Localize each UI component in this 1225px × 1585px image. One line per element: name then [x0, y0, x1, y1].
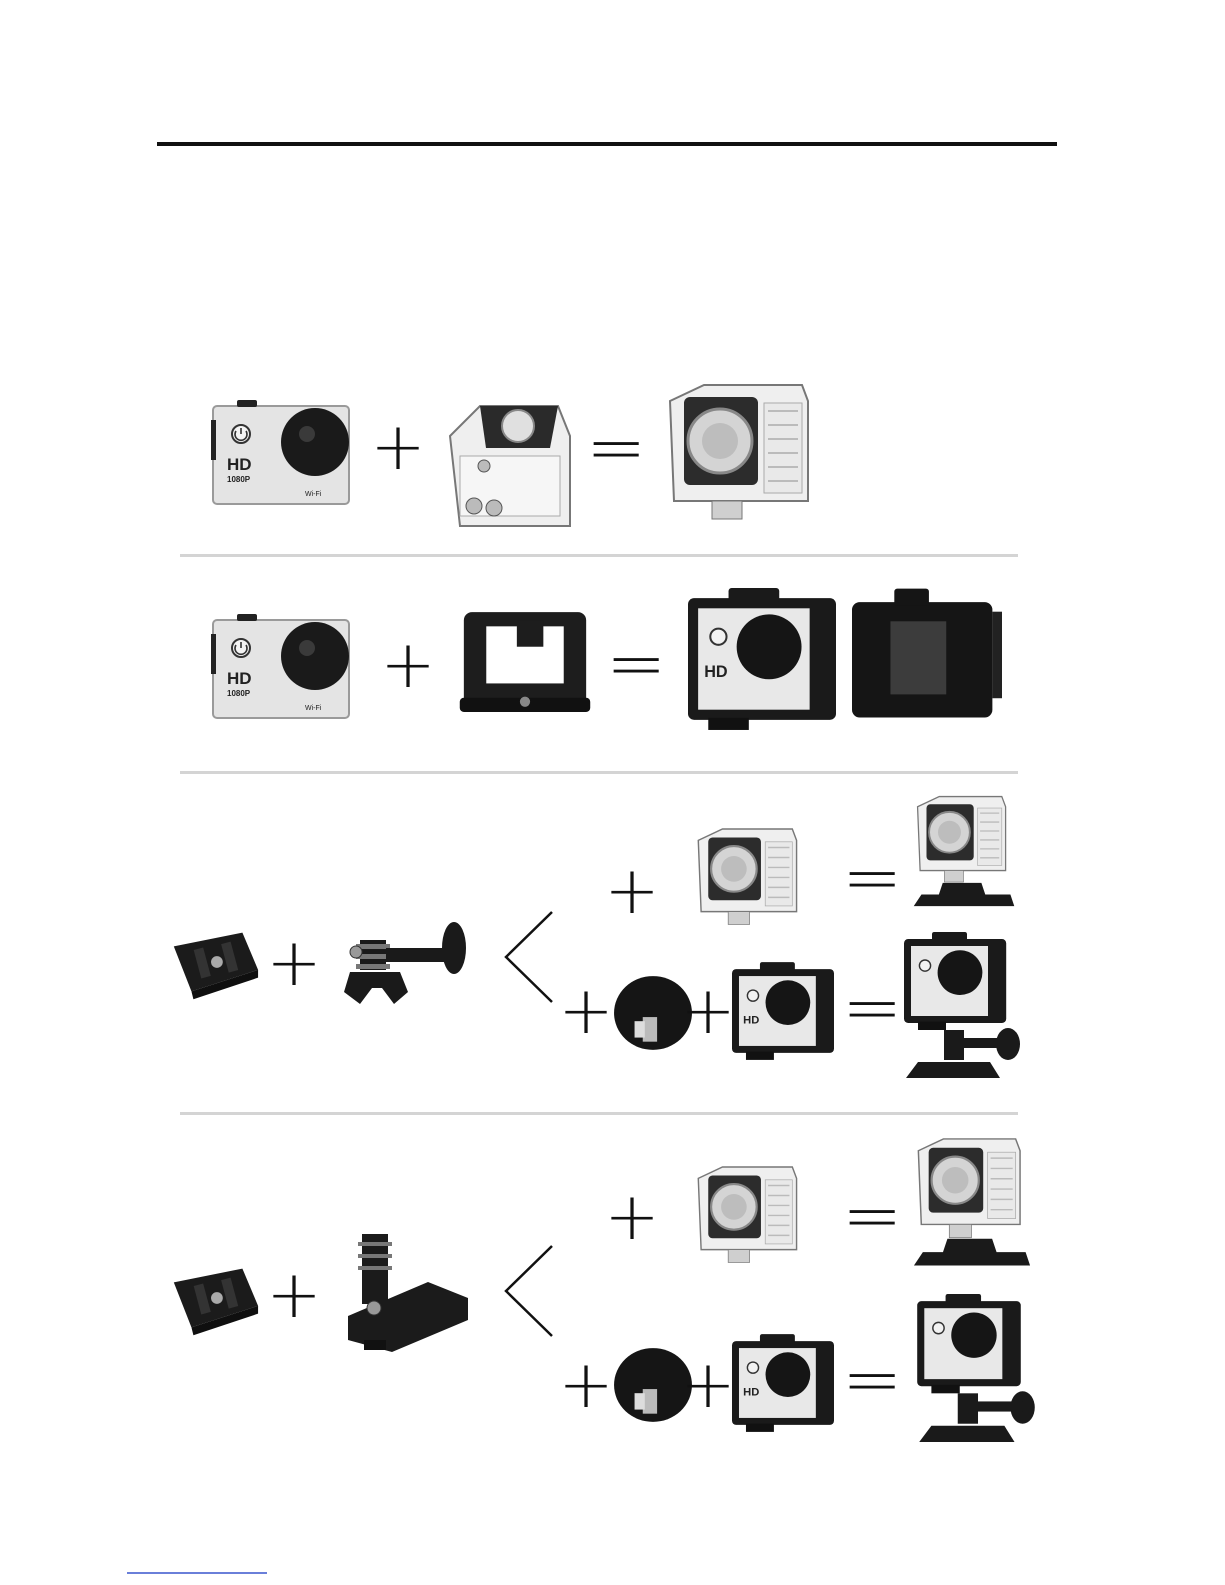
plus-operator: + [602, 858, 662, 924]
section-divider [180, 1112, 1018, 1115]
section-divider [180, 771, 1018, 774]
branch-bracket [502, 910, 556, 1004]
camera-in-frame-icon: HD [688, 588, 836, 730]
plus-operator: + [264, 930, 324, 996]
camera-hd-label: HD [227, 455, 252, 474]
branch-bracket [502, 1244, 556, 1338]
svg-text:1080P: 1080P [227, 475, 251, 484]
svg-text:HD: HD [743, 1387, 759, 1399]
equals-operator: = [842, 844, 902, 910]
plus-operator: + [602, 1184, 662, 1250]
camera-on-mount-icon [912, 794, 1016, 910]
plus-operator: + [556, 978, 616, 1044]
section-divider [180, 554, 1018, 557]
svg-text:HD: HD [743, 1015, 759, 1027]
camera-on-mount-icon [912, 1294, 1042, 1444]
camera-in-frame-icon: HD [732, 962, 834, 1060]
plus-operator: + [678, 1352, 738, 1418]
svg-text:HD: HD [227, 669, 252, 688]
long-extension-arm-icon [336, 912, 468, 1008]
waterproof-case-icon [440, 396, 580, 534]
flat-adhesive-mount-icon [164, 920, 262, 1004]
svg-text:Wi-Fi: Wi-Fi [305, 705, 322, 712]
equals-operator: = [842, 1346, 902, 1412]
svg-text:1080P: 1080P [227, 689, 251, 698]
camera-on-mount-icon [904, 932, 1022, 1080]
cased-camera-icon [664, 378, 810, 524]
svg-text:HD: HD [704, 663, 728, 681]
plus-operator: + [368, 414, 428, 480]
camera-on-mount-icon [912, 1136, 1032, 1270]
frame-mount-icon [458, 608, 592, 714]
equals-operator: = [606, 630, 666, 696]
flat-adhesive-mount-icon [164, 1256, 262, 1340]
equals-operator: = [842, 974, 902, 1040]
plus-operator: + [378, 632, 438, 698]
action-camera-icon: HD 1080P Wi-Fi [208, 614, 354, 720]
plus-operator: + [264, 1262, 324, 1328]
frame-back-icon [852, 584, 1002, 724]
equals-operator: = [842, 1182, 902, 1248]
cased-camera-icon [694, 822, 798, 930]
equals-operator: = [586, 414, 646, 480]
plus-operator: + [678, 978, 738, 1044]
svg-text:Wi-Fi: Wi-Fi [305, 491, 322, 498]
action-camera-icon: HD 1080P Wi-Fi [208, 400, 354, 506]
header-rule [157, 142, 1057, 146]
cased-camera-icon [694, 1160, 798, 1268]
camera-in-frame-icon: HD [732, 1334, 834, 1432]
plus-operator: + [556, 1352, 616, 1418]
footer-link-underline[interactable] [127, 1572, 267, 1574]
short-pivot-arm-icon [332, 1224, 472, 1358]
